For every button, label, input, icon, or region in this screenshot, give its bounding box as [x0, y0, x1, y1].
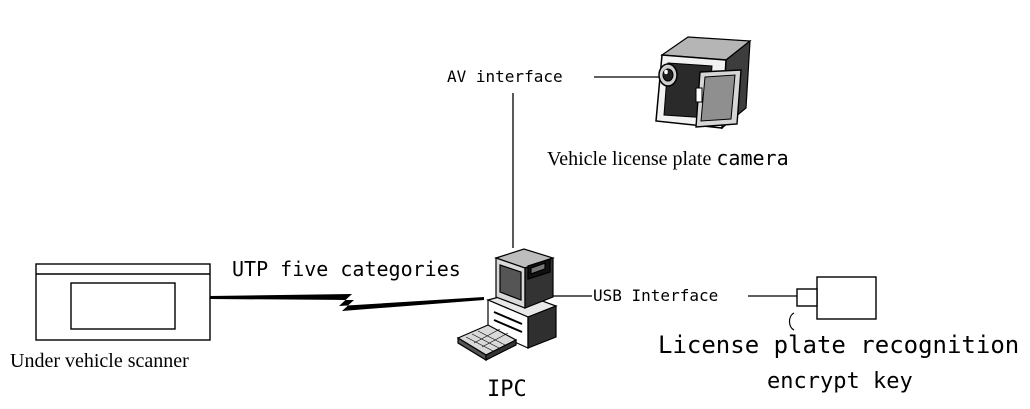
video-camera-icon — [655, 36, 752, 130]
connectors — [512, 76, 797, 297]
desktop-computer-icon — [456, 248, 558, 362]
key-caption-line2: encrypt key — [767, 369, 913, 394]
scanner-icon — [35, 263, 211, 341]
utp-lightning-link — [210, 294, 484, 311]
ipc-caption: IPC — [487, 377, 527, 402]
utp-label: UTP five categories — [232, 257, 461, 281]
av-interface-label: AV interface — [447, 67, 563, 86]
usb-interface-label: USB Interface — [593, 286, 719, 305]
key-caption-line1: License plate recognition — [658, 331, 1020, 359]
usb-dongle-icon — [788, 276, 877, 331]
camera-caption-word: camera — [716, 146, 789, 170]
camera-caption-text: Vehicle license plate — [547, 148, 717, 170]
camera-caption: Vehicle license plate camera — [547, 148, 789, 169]
scanner-caption: Under vehicle scanner — [10, 350, 189, 372]
